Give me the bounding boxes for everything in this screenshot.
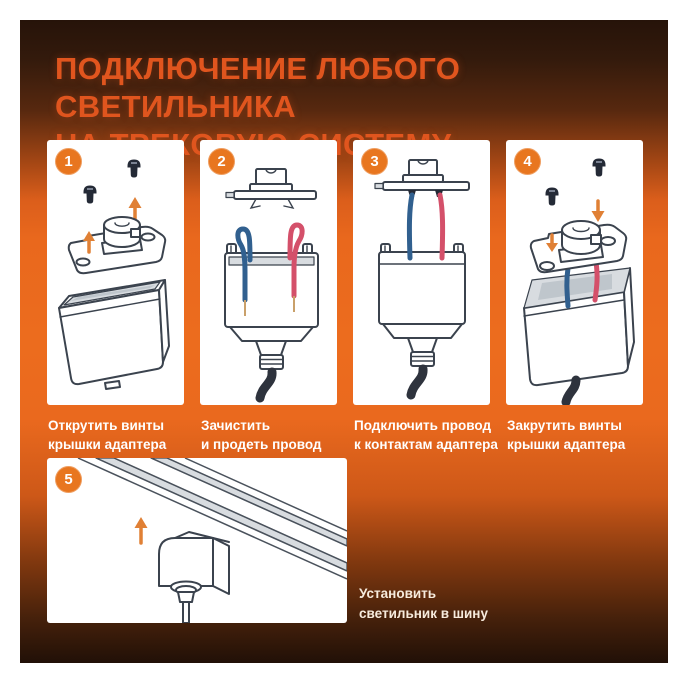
screw-icon: [83, 185, 97, 204]
caption-line: Установить: [359, 586, 437, 601]
step-panel-1: 1: [47, 140, 184, 405]
track-connector-head: [225, 168, 317, 210]
step-caption-5: Установить светильник в шину: [359, 584, 488, 624]
step-caption-3: Подключить провод к контактам адаптера: [354, 416, 498, 454]
wire-red: [437, 192, 446, 261]
illustration-connect-wire: [374, 159, 470, 400]
adapter-housing: [58, 279, 170, 390]
up-arrow-icon: [134, 517, 148, 545]
adapter-cover-plate: [67, 216, 167, 275]
screw-icon: [127, 159, 141, 178]
track-adapter-box: [158, 531, 230, 623]
step-badge-4: 4: [514, 148, 541, 175]
step-panel-2: 2: [200, 140, 337, 405]
step-caption-1: Открутить винты крышки адаптера: [48, 416, 166, 454]
caption-line: крышки адаптера: [48, 437, 167, 452]
adapter-cover-plate: [529, 220, 628, 274]
screw-icon: [545, 187, 559, 206]
caption-line: Открутить винты: [48, 418, 165, 433]
title-line-1: ПОДКЛЮЧЕНИЕ ЛЮБОГО СВЕТИЛЬНИКА: [55, 51, 461, 124]
illustration-strip-wire: [224, 168, 319, 403]
step-caption-2: Зачистить и продеть провод: [201, 416, 322, 454]
down-arrow-icon: [546, 233, 558, 252]
caption-line: Подключить провод: [354, 418, 492, 433]
caption-line: к контактам адаптера: [354, 437, 498, 452]
step-badge-2: 2: [208, 148, 235, 175]
cable: [255, 367, 277, 403]
caption-line: светильник в шину: [359, 606, 488, 621]
illustration-unscrew-cover: [58, 159, 170, 390]
wire-red: [592, 259, 600, 303]
cable: [406, 364, 428, 400]
step-badge-3: 3: [361, 148, 388, 175]
caption-line: и продеть провод: [201, 437, 322, 452]
step-panel-5: 5: [47, 458, 347, 623]
wire-red: [287, 222, 305, 312]
track-connector-head: [374, 159, 470, 197]
adapter-housing: [523, 267, 635, 387]
step-caption-4: Закрутить винты крышки адаптера: [507, 416, 625, 454]
step-badge-5: 5: [55, 466, 82, 493]
down-arrow-icon: [591, 199, 605, 222]
instruction-card: ПОДКЛЮЧЕНИЕ ЛЮБОГО СВЕТИЛЬНИКА НА ТРЕКОВ…: [20, 20, 668, 663]
step-number-3: 3: [370, 153, 379, 170]
caption-line: Зачистить: [201, 418, 271, 433]
step-number-5: 5: [64, 471, 73, 488]
step-badge-1: 1: [55, 148, 82, 175]
illustration-screw-cover: [523, 158, 635, 405]
step-panel-4: 4: [506, 140, 643, 405]
wire-blue: [235, 226, 253, 316]
illustration-install-on-track: [77, 458, 347, 623]
screw-icon: [592, 158, 606, 177]
caption-line: Закрутить винты: [507, 418, 622, 433]
cable: [561, 375, 581, 405]
adapter-housing: [224, 243, 319, 370]
track-rail: [77, 458, 347, 580]
wire-blue: [564, 265, 571, 309]
up-arrow-icon: [83, 231, 95, 254]
step-number-2: 2: [217, 153, 226, 170]
step-number-1: 1: [64, 153, 73, 170]
wire-blue: [406, 192, 415, 261]
adapter-housing: [378, 243, 466, 367]
step-number-4: 4: [523, 153, 532, 170]
step-panel-3: 3: [353, 140, 490, 405]
caption-line: крышки адаптера: [507, 437, 626, 452]
